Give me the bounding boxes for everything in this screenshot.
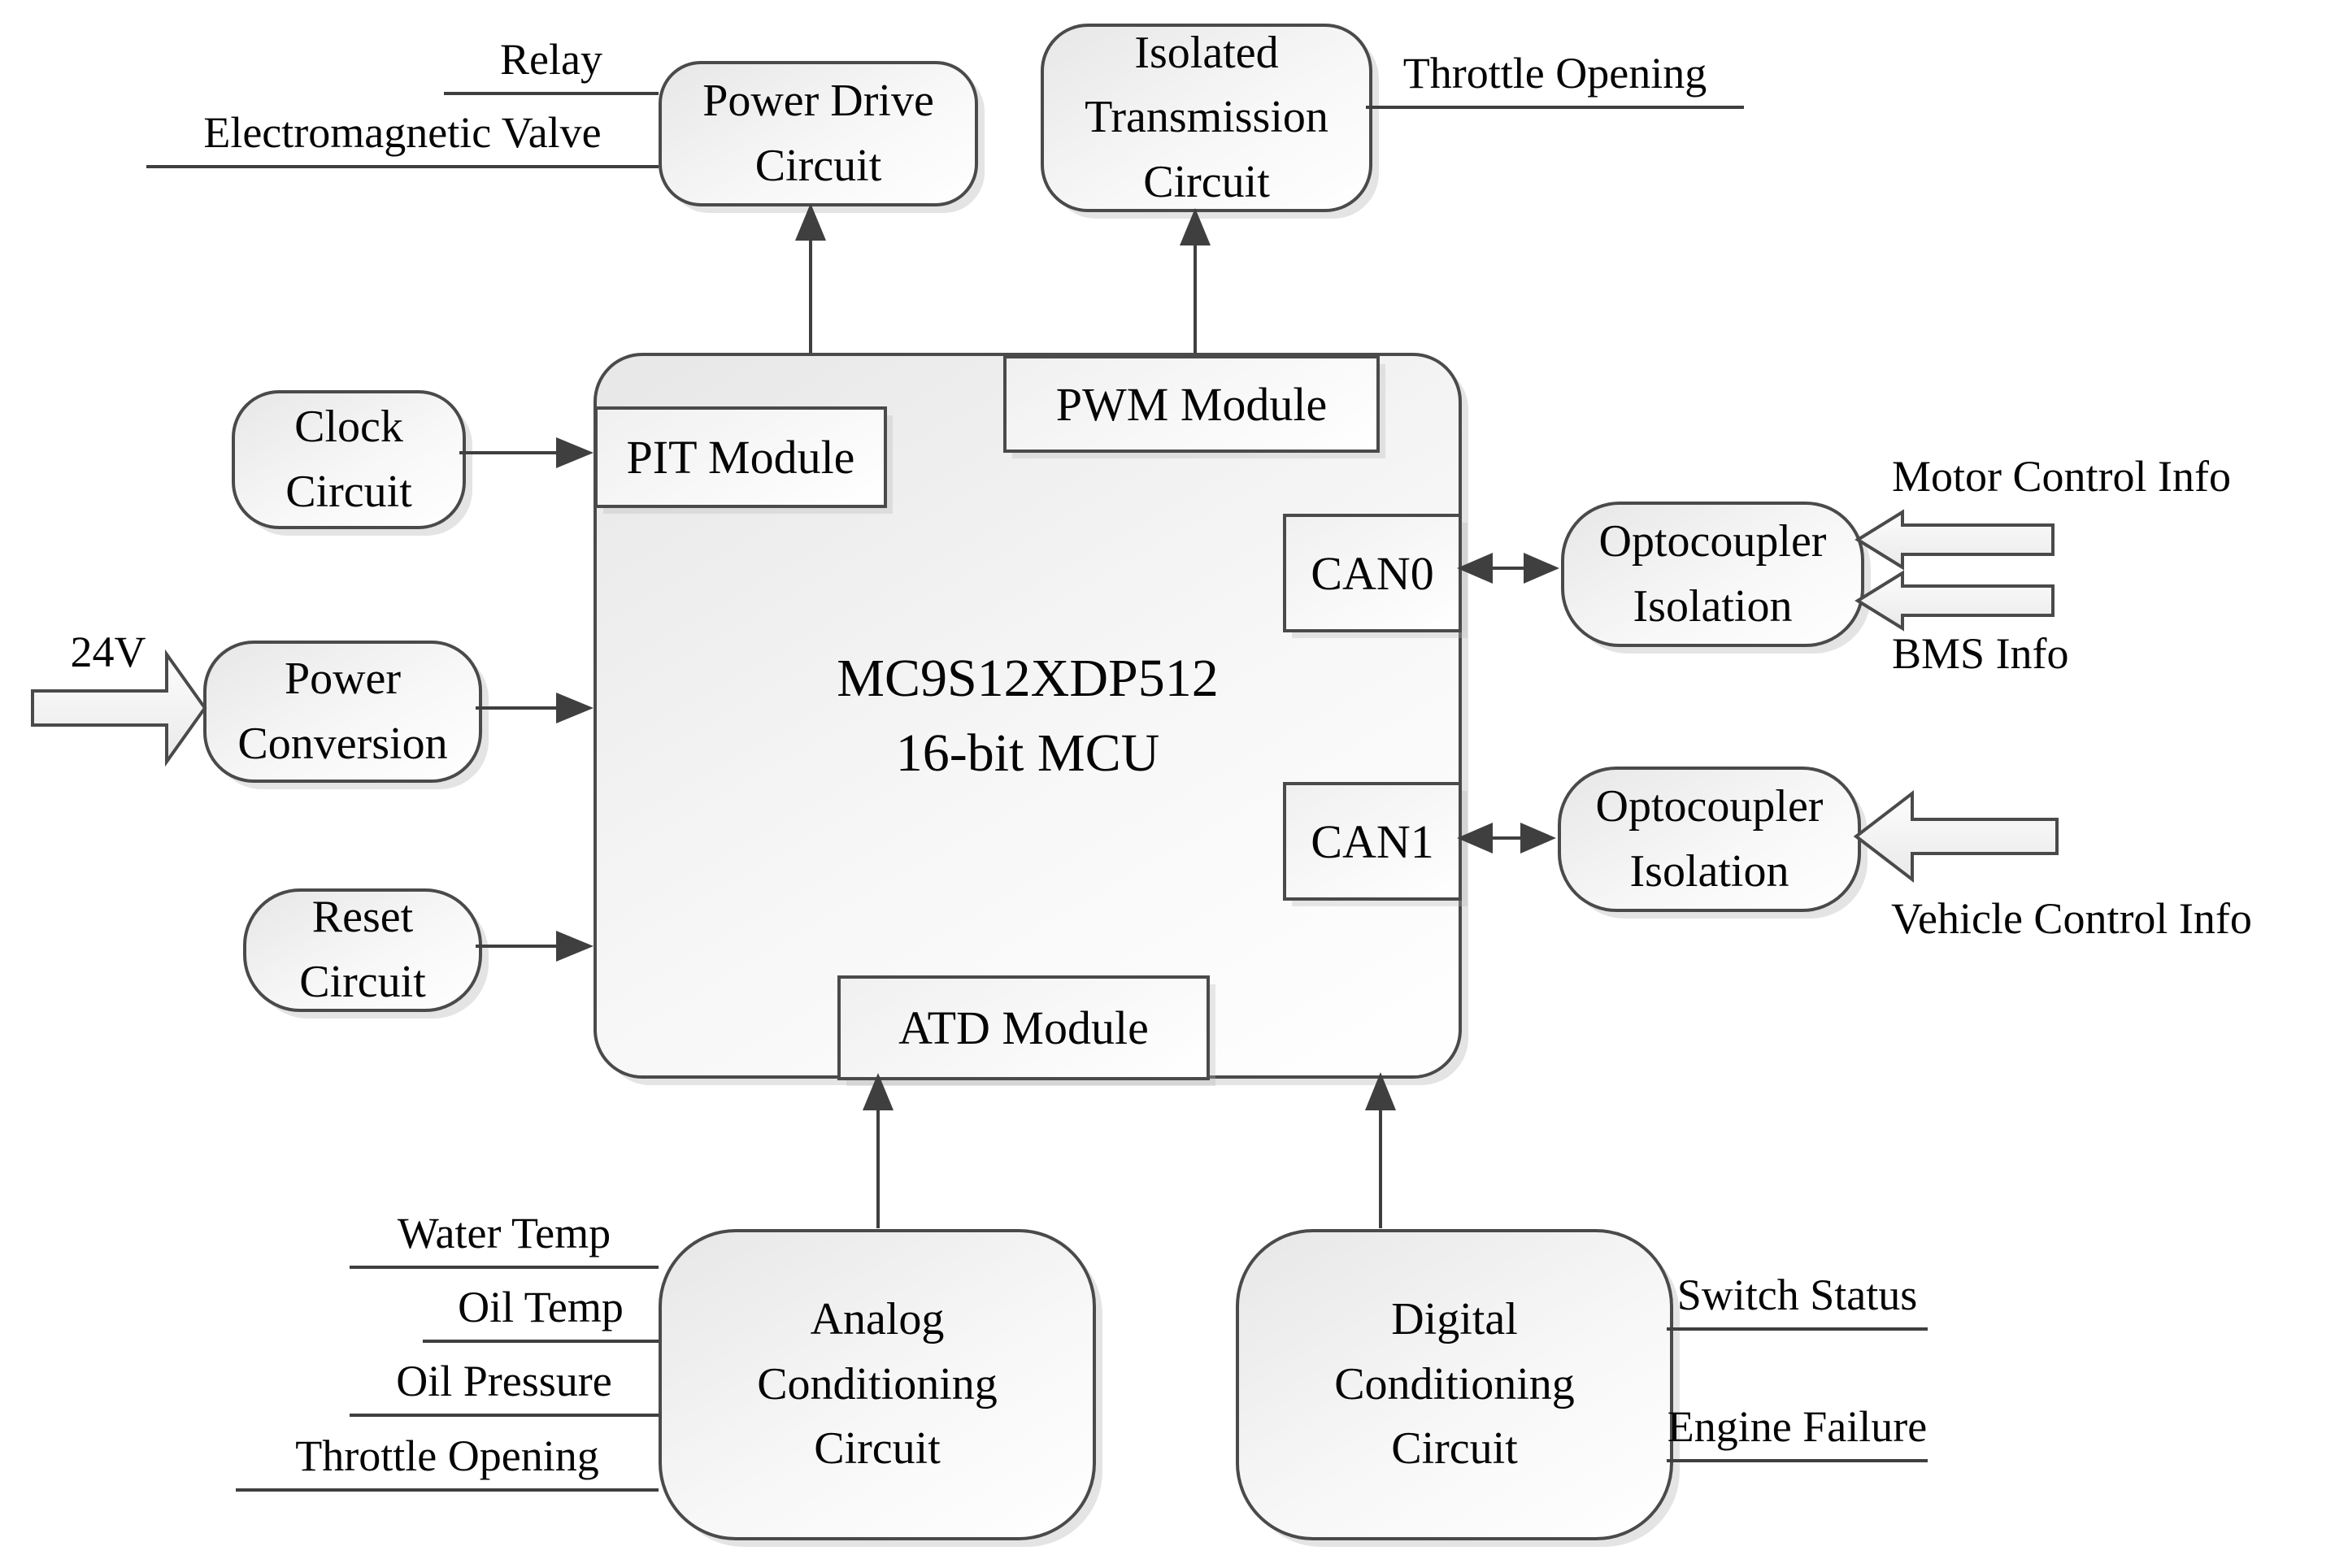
arrow-mcu-to-power-drive: [795, 203, 826, 353]
vehicle-control-info-label: Vehicle Control Info: [1891, 894, 2252, 943]
relay-signal-label: Relay: [444, 35, 659, 95]
arrow-mcu-to-isolated-transmission: [1180, 208, 1211, 353]
block-label-line: Circuit: [754, 140, 882, 191]
block-label-line: Optocoupler: [1595, 780, 1824, 832]
can1-module-label: CAN1: [1311, 814, 1434, 868]
block-label-line: Isolated: [1134, 27, 1279, 78]
can0-module-label: CAN0: [1311, 546, 1434, 600]
atd-module-block: ATD Module: [837, 975, 1210, 1080]
isolated-transmission-circuit-block: Isolated Transmission Circuit: [1041, 24, 1372, 212]
oil-temp-signal-label: Oil Temp: [423, 1283, 659, 1343]
block-arrow-motor-control-info: [1855, 509, 2055, 571]
block-label-line: Power Drive: [702, 75, 934, 126]
electromagnetic-valve-signal-label: Electromagnetic Valve: [146, 108, 659, 168]
block-label-line: Conditioning: [1334, 1358, 1575, 1409]
analog-conditioning-circuit-block: Analog Conditioning Circuit: [659, 1229, 1096, 1540]
clock-circuit-block: Clock Circuit: [232, 390, 466, 529]
block-label-line: Isolation: [1629, 845, 1789, 897]
block-arrow-vehicle-control-info: [1853, 789, 2059, 884]
block-arrow-bms-info: [1855, 570, 2055, 632]
mcu-title-line2: 16-bit MCU: [895, 723, 1160, 783]
pwm-module-label: PWM Module: [1055, 377, 1328, 431]
block-label-line: Power: [284, 653, 402, 704]
block-label-line: Reset: [311, 892, 414, 943]
arrow-analog-to-atd: [863, 1073, 894, 1228]
oil-pressure-signal-label: Oil Pressure: [350, 1357, 659, 1417]
reset-circuit-block: Reset Circuit: [243, 888, 482, 1012]
optocoupler-isolation-can0-block: Optocoupler Isolation: [1561, 502, 1864, 647]
throttle-opening-output-label: Throttle Opening: [1366, 49, 1744, 109]
block-label-line: Circuit: [1143, 156, 1270, 207]
block-label-line: Isolation: [1633, 580, 1793, 632]
bms-info-label: BMS Info: [1892, 629, 2069, 678]
motor-control-info-label: Motor Control Info: [1892, 452, 2231, 501]
block-label-line: Optocoupler: [1598, 515, 1827, 567]
pwm-module-block: PWM Module: [1003, 355, 1380, 453]
block-label-line: Circuit: [285, 466, 412, 517]
water-temp-signal-label: Water Temp: [350, 1209, 659, 1269]
block-label-line: Circuit: [814, 1423, 941, 1475]
block-label-line: Digital: [1391, 1294, 1518, 1345]
block-label-line: Circuit: [299, 957, 426, 1007]
throttle-opening-input-label: Throttle Opening: [236, 1431, 659, 1492]
supply-24v-label: 24V: [70, 628, 146, 676]
power-drive-circuit-block: Power Drive Circuit: [659, 61, 978, 206]
atd-module-label: ATD Module: [898, 1001, 1149, 1054]
block-label-line: Conversion: [237, 718, 448, 769]
double-arrow-can0-optocoupler: [1457, 553, 1559, 584]
optocoupler-isolation-can1-block: Optocoupler Isolation: [1558, 767, 1861, 912]
block-label-line: Circuit: [1391, 1423, 1518, 1475]
block-label-line: Analog: [810, 1294, 945, 1345]
block-label-line: Transmission: [1085, 92, 1328, 143]
arrow-clock-to-pit: [459, 437, 594, 468]
digital-conditioning-circuit-block: Digital Conditioning Circuit: [1236, 1229, 1673, 1540]
power-conversion-block: Power Conversion: [203, 641, 482, 783]
engine-failure-signal-label: Engine Failure: [1667, 1402, 1928, 1462]
switch-status-signal-label: Switch Status: [1667, 1270, 1928, 1331]
mcu-title-line1: MC9S12XDP512: [837, 649, 1219, 709]
arrow-power-conversion-to-mcu: [476, 693, 594, 723]
can0-module-block: CAN0: [1283, 514, 1462, 632]
pit-module-label: PIT Module: [626, 431, 855, 484]
can1-module-block: CAN1: [1283, 782, 1462, 901]
pit-module-block: PIT Module: [594, 406, 887, 508]
arrow-reset-to-mcu: [476, 931, 594, 962]
block-label-line: Conditioning: [757, 1358, 998, 1409]
arrow-digital-to-mcu: [1365, 1072, 1396, 1228]
double-arrow-can1-optocoupler: [1457, 823, 1556, 853]
block-label-line: Clock: [294, 401, 403, 452]
